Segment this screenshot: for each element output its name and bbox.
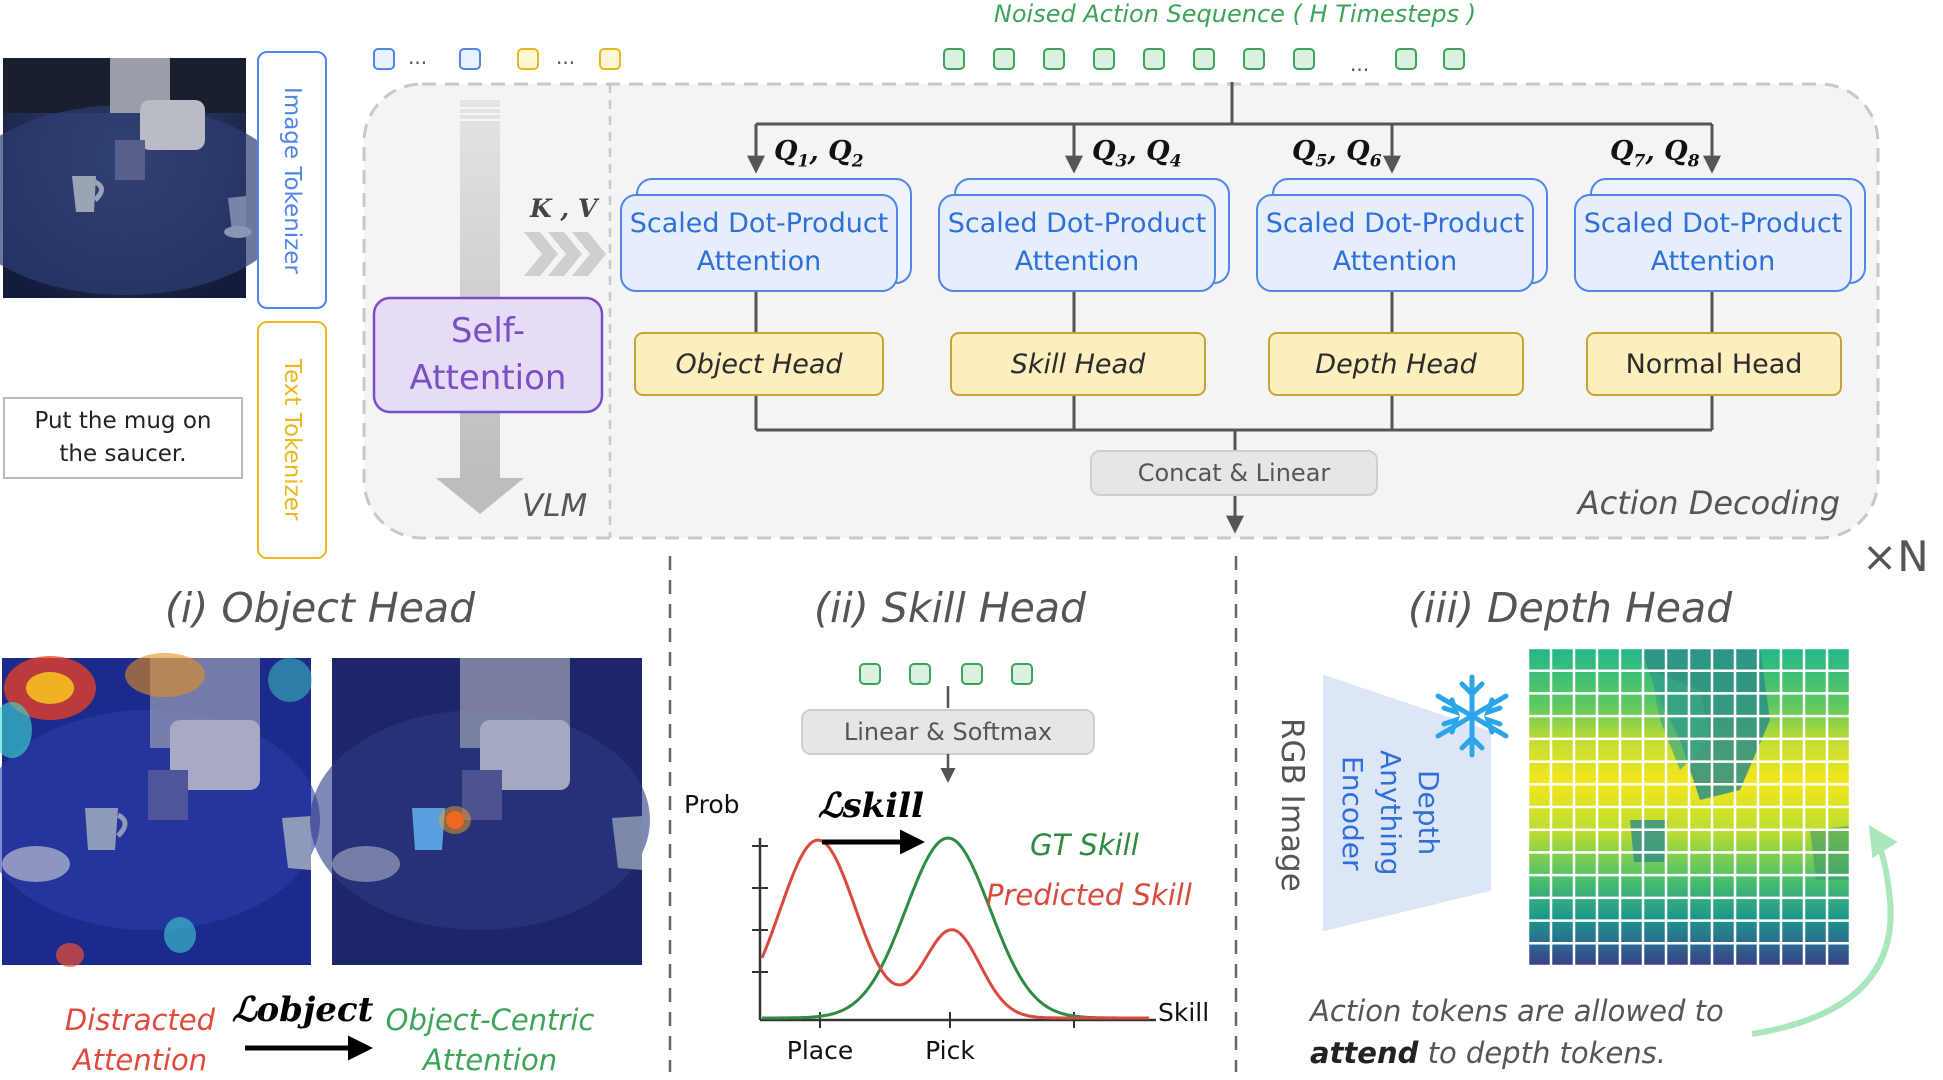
action-decoding-label: Action Decoding <box>1577 484 1840 522</box>
image-token <box>373 48 395 70</box>
snowflake-icon <box>1435 674 1509 758</box>
query-fanout-lines <box>747 82 1721 174</box>
q-label-4: Q7, Q8 <box>1610 136 1700 172</box>
object-head-title: (i) Object Head <box>164 584 476 632</box>
head-connector-lines <box>754 286 1714 534</box>
object-centric-attention-image <box>310 658 650 965</box>
kv-label: K , V <box>530 194 598 223</box>
instruction-text: Put the mug on the saucer. <box>34 408 212 467</box>
rgb-image-label: RGB Image <box>1274 718 1310 892</box>
image-tokenizer-label: Image Tokenizer <box>279 86 305 274</box>
skill-ylabel: Prob <box>684 790 740 819</box>
green-token-ellipsis: ... <box>1350 52 1370 76</box>
linear-softmax-label: Linear & Softmax <box>843 718 1053 746</box>
depth-head-box: Depth Head <box>1268 332 1524 396</box>
depth-note-rest: to depth tokens. <box>1418 1036 1667 1070</box>
skill-token-row <box>859 663 1033 685</box>
object-head-box: Object Head <box>634 332 884 396</box>
depth-head-title: (iii) Depth Head <box>1407 584 1733 632</box>
sdpa-box-3: Scaled Dot-Product Attention <box>1256 194 1534 292</box>
depth-map-image <box>1526 646 1852 968</box>
text-tokenizer-label: Text Tokenizer <box>279 359 305 521</box>
blue-token-ellipsis: ... <box>408 45 428 69</box>
text-tokenizer-box <box>257 321 327 559</box>
depth-encoder-label: Depth Anything Encoder <box>1336 750 1445 876</box>
sdpa-box-4: Scaled Dot-Product Attention <box>1574 194 1852 292</box>
text-token <box>599 48 621 70</box>
sdpa-box-2: Scaled Dot-Product Attention <box>938 194 1216 292</box>
predicted-skill-curve <box>760 838 1149 1020</box>
action-token <box>1093 48 1115 70</box>
text-token <box>517 48 539 70</box>
depth-note-line1: Action tokens are allowed to <box>1310 994 1724 1028</box>
top-token-row <box>373 48 1465 70</box>
sdpa-box-1: Scaled Dot-Product Attention <box>620 194 898 292</box>
predicted-skill-label: Predicted Skill <box>986 878 1192 912</box>
object-centric-attention-label: Object-Centric Attention <box>385 1003 595 1077</box>
skill-loss-label: ℒskill <box>818 786 924 826</box>
self-attention-box <box>372 296 604 414</box>
normal-head-box: Normal Head <box>1586 332 1842 396</box>
distracted-attention-label: Distracted Attention <box>64 1003 216 1077</box>
image-token <box>459 48 481 70</box>
concat-linear-label: Concat & Linear <box>1137 459 1331 487</box>
noised-sequence-label: Noised Action Sequence ( H Timesteps ) <box>993 0 1477 28</box>
skill-head-box: Skill Head <box>950 332 1206 396</box>
instruction-box <box>3 397 243 479</box>
action-token <box>943 48 965 70</box>
skill-token <box>1011 663 1033 685</box>
q-label-2: Q3, Q4 <box>1092 136 1182 172</box>
skill-head-title: (ii) Skill Head <box>814 584 1086 632</box>
skill-plot <box>752 829 1156 1028</box>
action-token <box>1193 48 1215 70</box>
kv-chevrons <box>524 232 606 276</box>
yellow-token-ellipsis: ... <box>556 45 576 69</box>
skill-token <box>859 663 881 685</box>
attend-depth-arrow <box>1751 824 1898 1037</box>
times-n-label: ×N <box>1862 532 1929 581</box>
input-robot-image <box>0 58 295 298</box>
q-label-1: Q1, Q2 <box>774 136 864 172</box>
concat-linear-box <box>1090 450 1378 496</box>
vlm-flow-arrow <box>436 100 524 514</box>
action-token <box>1443 48 1465 70</box>
action-token <box>993 48 1015 70</box>
object-loss-label: ℒobject <box>232 990 374 1030</box>
depth-encoder-shape <box>1323 674 1491 932</box>
action-token <box>1395 48 1417 70</box>
skill-token <box>961 663 983 685</box>
skill-xtick-pick: Pick <box>925 1036 975 1065</box>
depth-note-bold: attend <box>1310 1036 1419 1070</box>
depth-note-line2: attend to depth tokens. <box>1310 1032 1740 1074</box>
distracted-attention-image <box>0 653 320 967</box>
gt-skill-label: GT Skill <box>1030 828 1139 862</box>
action-token <box>1243 48 1265 70</box>
q-label-3: Q5, Q6 <box>1292 136 1382 172</box>
skill-xtick-place: Place <box>786 1036 854 1065</box>
action-token <box>1043 48 1065 70</box>
self-attention-label: Self-Attention <box>409 311 567 398</box>
image-tokenizer-box <box>257 51 327 309</box>
vlm-label: VLM <box>522 488 588 524</box>
action-token <box>1143 48 1165 70</box>
depth-note: Action tokens are allowed to attend to d… <box>1310 990 1740 1074</box>
action-token <box>1293 48 1315 70</box>
skill-xlabel: Skill <box>1158 998 1210 1027</box>
skill-token <box>909 663 931 685</box>
